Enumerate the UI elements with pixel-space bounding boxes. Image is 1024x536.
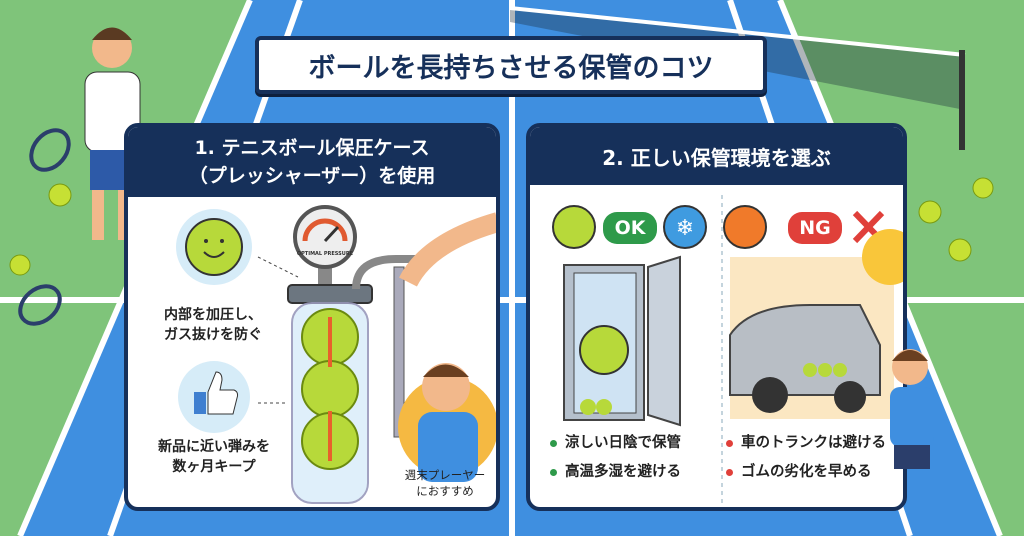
pump-icon	[352, 212, 496, 482]
point-pressurize: 内部を加圧し、 ガス抜けを防ぐ	[138, 305, 288, 345]
recommend-line: 週末プレーヤー	[404, 468, 486, 482]
bullet-item: 車のトランクは避ける	[726, 429, 886, 458]
bullet-text: 涼しい日陰で保管	[565, 435, 681, 451]
storage-environment-panel: 2. 正しい保管環境を選ぶ ❄ OK NG 涼しい日陰で保管 高温多湿を避ける …	[526, 123, 907, 511]
panel-heading: 2. 正しい保管環境を選ぶ	[530, 127, 903, 185]
point-line: 内部を加圧し、	[164, 307, 262, 323]
cabinet-icon	[563, 255, 681, 427]
ok-badge: OK	[603, 212, 657, 244]
snowflake-icon	[663, 205, 707, 249]
page-title: ボールを長持ちさせる保管のコツ	[255, 36, 767, 94]
bullet-item: 涼しい日陰で保管	[550, 429, 681, 458]
worried-player-icon	[890, 349, 934, 469]
melting-ball-icon	[723, 205, 767, 249]
bullet-text: 車のトランクは避ける	[741, 435, 886, 451]
gauge-label: OPTIMAL PRESSURE	[297, 251, 354, 257]
ng-bullets: 車のトランクは避ける ゴムの劣化を早める	[726, 429, 886, 487]
heading-line: （プレッシャーザー）を使用	[188, 165, 436, 187]
ng-badge: NG	[788, 212, 842, 244]
point-line: 数ヶ月キープ	[172, 459, 256, 475]
point-bounce: 新品に近い弾みを 数ヶ月キープ	[134, 437, 294, 477]
point-line: ガス抜けを防ぐ	[164, 327, 262, 343]
bullet-text: 高温多湿を避ける	[565, 464, 681, 480]
bullet-item: 高温多湿を避ける	[550, 458, 681, 487]
happy-ball-icon	[552, 205, 596, 249]
ok-bullets: 涼しい日陰で保管 高温多湿を避ける	[550, 429, 681, 487]
point-line: 新品に近い弾みを	[158, 439, 270, 455]
panel-heading: 1. テニスボール保圧ケース （プレッシャーザー）を使用	[128, 127, 496, 197]
pressure-gauge-icon	[293, 205, 357, 287]
pressurizer-illustration: OPTIMAL PRESSURE	[176, 205, 496, 504]
pressurizer-panel: 1. テニスボール保圧ケース （プレッシャーザー）を使用 OPTIMAL PRE…	[124, 123, 500, 511]
bullet-item: ゴムの劣化を早める	[726, 458, 886, 487]
svg-text:❄: ❄	[676, 216, 694, 241]
racket-icon	[18, 128, 71, 326]
car-trunk-icon	[729, 229, 903, 419]
recommend-line: におすすめ	[416, 484, 474, 498]
bullet-text: ゴムの劣化を早める	[741, 464, 872, 480]
heading-line: 1. テニスボール保圧ケース	[194, 137, 430, 159]
storage-illustration: ❄	[552, 195, 903, 507]
recommend-label: 週末プレーヤー におすすめ	[390, 467, 496, 499]
